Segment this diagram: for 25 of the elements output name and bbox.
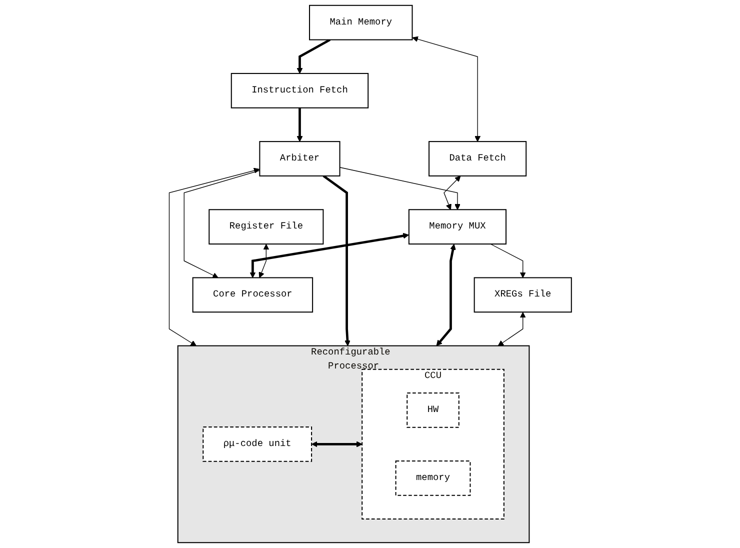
node-box: memory (394, 460, 470, 496)
arrow (339, 167, 460, 210)
arrow (296, 108, 302, 142)
arrow (311, 441, 362, 448)
node-box: HW (406, 392, 460, 428)
node-box: ρμ-code unit (202, 426, 312, 462)
arrow (412, 36, 480, 142)
node-box: Arbiter (258, 141, 340, 176)
arrow (443, 176, 460, 210)
node-box: Instruction Fetch (230, 72, 368, 108)
arrow (498, 312, 526, 346)
arrow (322, 174, 350, 346)
node-box: Memory MUX (408, 209, 506, 244)
arrow (436, 244, 456, 346)
arrow (183, 170, 260, 278)
arrow (296, 38, 330, 74)
node-box: Register File (208, 209, 324, 244)
arrow (258, 244, 269, 278)
arrow (249, 232, 409, 278)
node-box: Data Fetch (428, 141, 526, 176)
node-box: Main Memory (308, 4, 412, 40)
arrow (168, 168, 260, 346)
node-box: XREGs File (474, 277, 572, 313)
arrow (490, 244, 526, 278)
node-box: Core Processor (192, 277, 313, 313)
